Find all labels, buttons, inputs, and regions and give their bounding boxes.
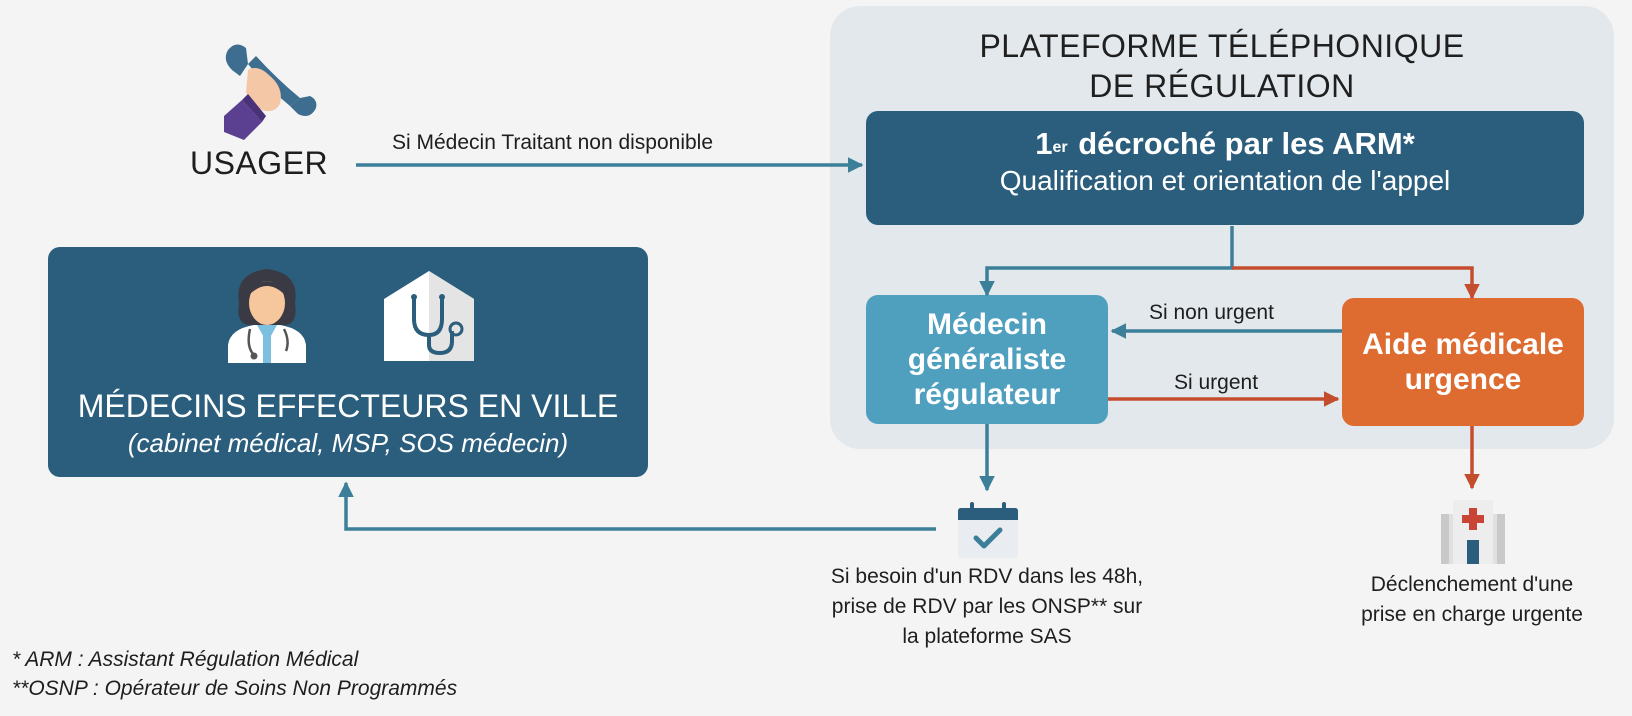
city-doctors-subtitle: (cabinet médical, MSP, SOS médecin)	[127, 428, 569, 458]
rdv-caption: Si besoin d'un RDV dans les 48h, prise d…	[830, 565, 1144, 648]
platform-title-line1: PLATEFORME TÉLÉPHONIQUE	[979, 28, 1465, 64]
platform-title: PLATEFORME TÉLÉPHONIQUE DE RÉGULATION	[830, 26, 1614, 106]
arrow-arm-to-mgr	[979, 226, 1234, 297]
label-urgent: Si urgent	[1174, 371, 1259, 394]
stethoscope-house-icon	[384, 271, 474, 361]
footnote-arm: * ARM : Assistant Régulation Médical	[12, 648, 359, 671]
regulator-gp-box: Médecin généraliste régulateur	[866, 295, 1108, 424]
doctor-icon	[228, 269, 306, 363]
platform-title-line2: DE RÉGULATION	[1089, 68, 1355, 104]
emergency-aid-box: Aide médicale urgence	[1342, 298, 1584, 426]
calendar-check-icon	[958, 502, 1018, 558]
arrow-rdv-to-effecteurs	[338, 481, 936, 531]
hospital-icon	[1441, 500, 1505, 564]
label-usager-to-arm: Si Médecin Traitant non disponible	[392, 131, 714, 154]
footnote-osnp: **OSNP : Opérateur de Soins Non Programm…	[12, 677, 458, 700]
arrow-arm-to-amu	[1232, 266, 1480, 300]
arm-first-answer-box: 1er décroché par les ARM* Qualification …	[866, 111, 1584, 225]
phone-hand-icon	[224, 44, 317, 140]
urgent-care-caption: Déclenchement d'une prise en charge urge…	[1361, 573, 1583, 626]
city-doctors-box: MÉDECINS EFFECTEURS EN VILLE (cabinet mé…	[48, 247, 648, 477]
usager-label: USAGER	[190, 145, 329, 181]
city-doctors-title: MÉDECINS EFFECTEURS EN VILLE	[77, 388, 619, 424]
arm-box-title: 1er décroché par les ARM*	[1035, 126, 1415, 161]
label-non-urgent: Si non urgent	[1149, 301, 1274, 324]
arm-box-subtitle: Qualification et orientation de l'appel	[999, 165, 1451, 196]
